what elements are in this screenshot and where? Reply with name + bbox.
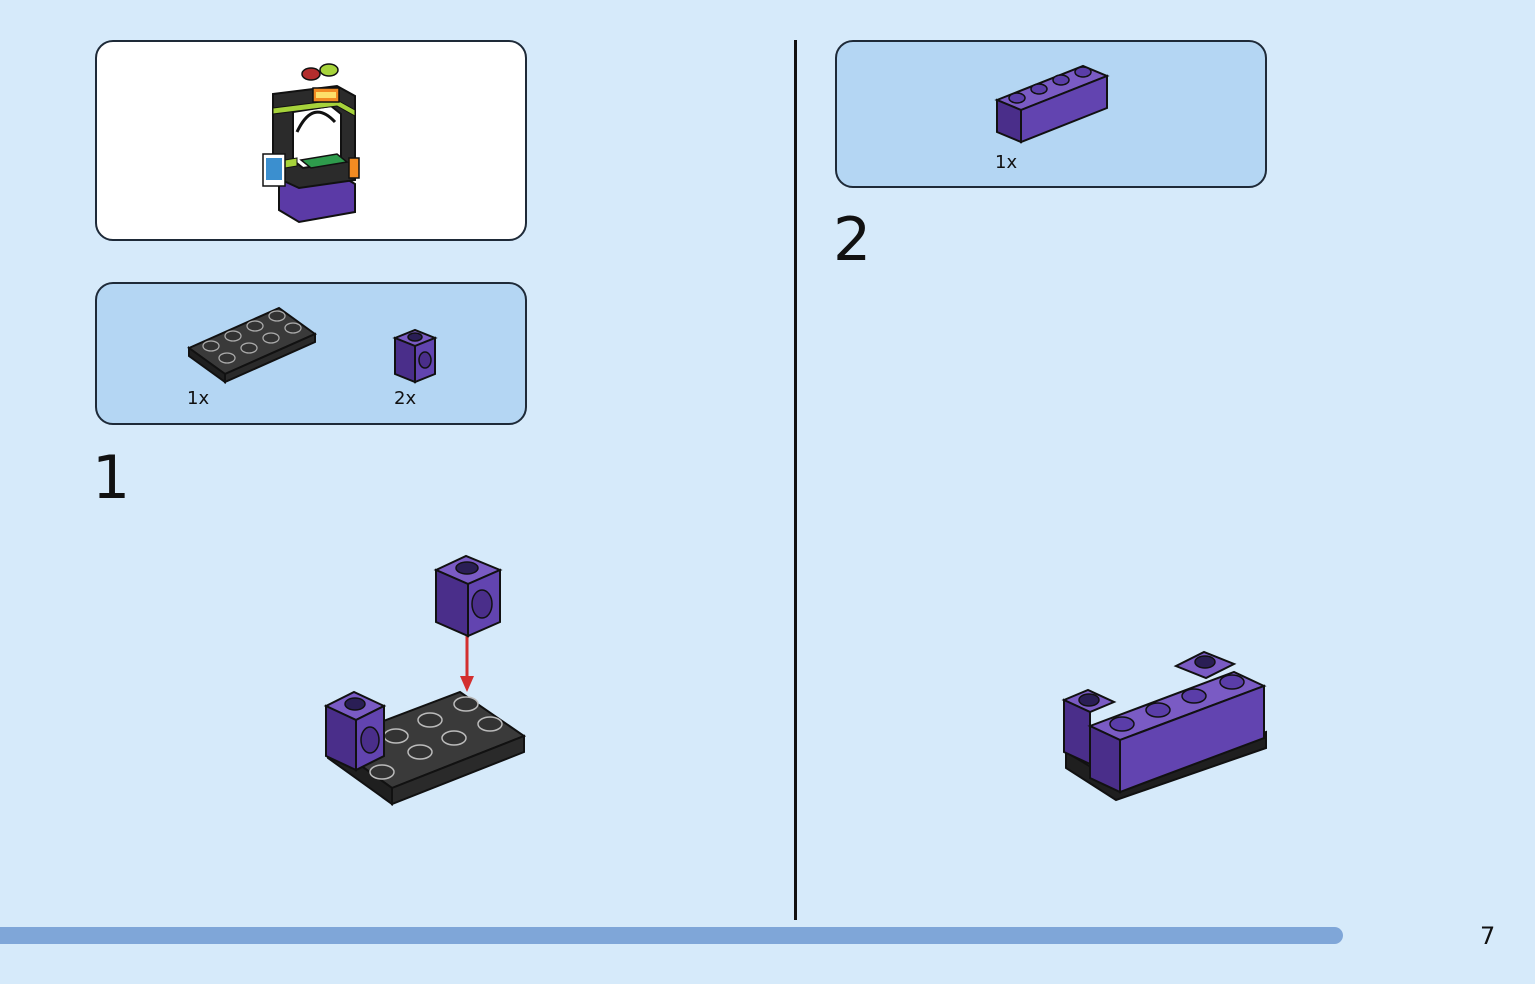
finished-model-preview [95, 40, 527, 241]
part-qty-purple-technic: 2x [394, 388, 417, 409]
purple-technic-brick-icon [392, 328, 438, 384]
step-number-2: 2 [833, 205, 872, 275]
step-1-assembly-illustration [323, 554, 527, 806]
black-plate-2x4-icon [187, 306, 317, 384]
part-qty-black-plate: 1x [187, 388, 210, 409]
page-number: 7 [1480, 922, 1496, 950]
step-2-assembly-illustration [1061, 650, 1267, 802]
page-progress-bar [0, 927, 1436, 944]
purple-brick-1x4-icon [994, 64, 1110, 144]
parts-list-step-1: 1x 2x [95, 282, 527, 425]
ticket-booth-model-icon [262, 63, 360, 224]
parts-list-step-2: 1x [835, 40, 1267, 188]
step-number-1: 1 [92, 443, 131, 513]
part-qty-purple-brick: 1x [995, 152, 1018, 173]
page-progress-fill [0, 927, 1343, 944]
page-divider [794, 40, 797, 920]
